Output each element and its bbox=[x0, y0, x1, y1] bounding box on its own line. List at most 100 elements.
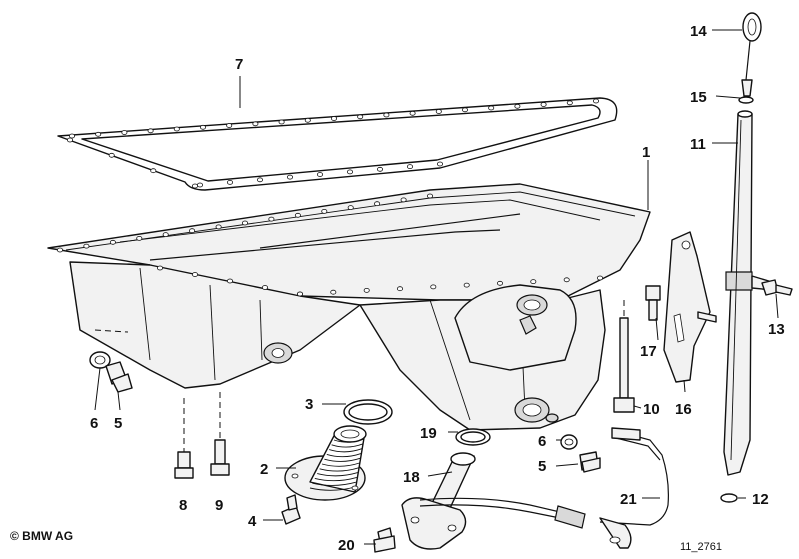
gasket-bolt-hole bbox=[488, 105, 495, 111]
gasket-bolt-hole bbox=[199, 124, 206, 130]
dipstick-guide-tube bbox=[723, 110, 773, 476]
dipstick bbox=[741, 12, 762, 97]
gasket-bolt-hole bbox=[226, 179, 233, 185]
callout-8: 8 bbox=[179, 497, 187, 514]
pan-bolt-hole bbox=[296, 291, 303, 297]
drain-plug-right bbox=[579, 451, 601, 473]
callout-2: 2 bbox=[260, 461, 268, 478]
hex-bolt-8 bbox=[174, 398, 194, 479]
strainer-rib bbox=[331, 443, 364, 448]
callout-12: 12 bbox=[752, 491, 769, 508]
dipstick-bracket bbox=[663, 231, 717, 383]
pan-bolt-hole bbox=[189, 228, 196, 234]
callout-7: 7 bbox=[235, 56, 243, 73]
callout-5-left: 5 bbox=[114, 415, 122, 432]
gasket-bolt-hole bbox=[436, 161, 443, 167]
leader-lines bbox=[94, 29, 779, 545]
gasket-bolt-hole bbox=[226, 123, 233, 128]
pan-bolt-hole bbox=[57, 247, 64, 253]
guide-tube-ring bbox=[720, 493, 738, 503]
gasket-bolt-hole bbox=[357, 114, 364, 120]
gasket-bolt-hole bbox=[173, 126, 180, 132]
gasket-bolt-hole bbox=[461, 107, 468, 113]
gasket-bolt-hole bbox=[330, 116, 337, 121]
callout-10: 10 bbox=[643, 401, 660, 418]
o-ring-tube bbox=[455, 428, 491, 446]
pan-bolt-hole bbox=[430, 284, 437, 290]
gasket-bolt-hole bbox=[409, 110, 416, 116]
gasket-bolt-hole bbox=[191, 183, 198, 189]
oil-pan bbox=[47, 183, 651, 431]
strainer-rib bbox=[319, 467, 359, 472]
callout-13: 13 bbox=[768, 321, 785, 338]
gasket-bolt-hole bbox=[69, 133, 76, 139]
pan-bolt-hole bbox=[463, 282, 470, 288]
gasket-bolt-hole bbox=[150, 168, 157, 174]
hex-bolt-13 bbox=[761, 279, 793, 296]
callout-16: 16 bbox=[675, 401, 692, 418]
hex-bolt-17 bbox=[645, 285, 661, 321]
hex-bolt-9 bbox=[210, 392, 230, 476]
callout-6-left: 6 bbox=[90, 415, 98, 432]
gasket-bolt-hole bbox=[435, 109, 442, 114]
gasket-bolt-hole bbox=[540, 102, 547, 107]
gasket-bolt-hole bbox=[514, 103, 521, 109]
pan-bolt-hole bbox=[241, 220, 248, 226]
pan-bolt-hole bbox=[426, 193, 433, 199]
pan-bolt-hole bbox=[597, 275, 604, 281]
callout-11: 11 bbox=[690, 136, 706, 153]
gasket-bolt-hole bbox=[108, 152, 115, 158]
pan-bolt-hole bbox=[330, 289, 337, 295]
callout-20: 20 bbox=[338, 537, 355, 554]
strainer-rib bbox=[321, 462, 360, 467]
strainer-rib bbox=[317, 472, 358, 477]
stud-bolt bbox=[613, 300, 635, 413]
gasket-bolt-hole bbox=[593, 98, 600, 104]
oil-pickup-strainer bbox=[284, 425, 367, 501]
pan-bolt-hole bbox=[530, 279, 537, 285]
pan-bolt-hole bbox=[191, 272, 198, 277]
pan-bolt-hole bbox=[215, 224, 222, 230]
strainer-rib bbox=[314, 476, 357, 482]
callout-9: 9 bbox=[215, 497, 223, 514]
pan-bolt-hole bbox=[226, 278, 233, 284]
callout-15: 15 bbox=[690, 89, 707, 106]
pan-bolt-hole bbox=[363, 287, 370, 293]
gasket-bolt-hole bbox=[196, 182, 203, 188]
gasket-bolt-hole bbox=[566, 100, 573, 106]
pan-bolt-hole bbox=[162, 232, 169, 238]
pan-bolt-hole bbox=[400, 197, 407, 203]
pan-bolt-hole bbox=[374, 201, 381, 207]
pan-bolt-hole bbox=[261, 285, 268, 290]
hex-bolt-4 bbox=[281, 494, 301, 525]
gasket-bolt-hole bbox=[406, 164, 413, 170]
pan-bolt-hole bbox=[396, 286, 403, 292]
pan-bolt-hole bbox=[83, 243, 90, 249]
oil-level-sensor bbox=[419, 427, 669, 549]
oil-pan-gasket bbox=[57, 97, 618, 191]
strainer-rib bbox=[324, 457, 361, 462]
gasket-bolt-hole bbox=[252, 121, 259, 127]
gasket-bolt-hole bbox=[376, 166, 383, 172]
gasket-bolt-hole bbox=[121, 130, 128, 135]
gasket-bolt-hole bbox=[304, 117, 311, 123]
callout-1: 1 bbox=[642, 144, 650, 161]
gasket-bolt-hole bbox=[383, 112, 390, 118]
pan-bolt-hole bbox=[563, 277, 570, 283]
callout-3: 3 bbox=[305, 396, 313, 413]
strainer-rib bbox=[329, 448, 363, 453]
pan-bolt-hole bbox=[136, 235, 143, 241]
o-ring-pickup bbox=[343, 399, 393, 425]
drain-seal-right bbox=[560, 434, 578, 450]
callout-18: 18 bbox=[403, 469, 420, 486]
callout-17: 17 bbox=[640, 343, 657, 360]
gasket-bolt-hole bbox=[316, 172, 323, 177]
strainer-rib bbox=[312, 481, 357, 486]
pan-bolt-hole bbox=[347, 205, 354, 211]
gasket-bolt-hole bbox=[147, 128, 154, 134]
oil-return-tube bbox=[401, 452, 476, 550]
drain-plug-left bbox=[105, 361, 133, 393]
gasket-bolt-hole bbox=[256, 177, 263, 183]
callout-4: 4 bbox=[248, 513, 257, 530]
